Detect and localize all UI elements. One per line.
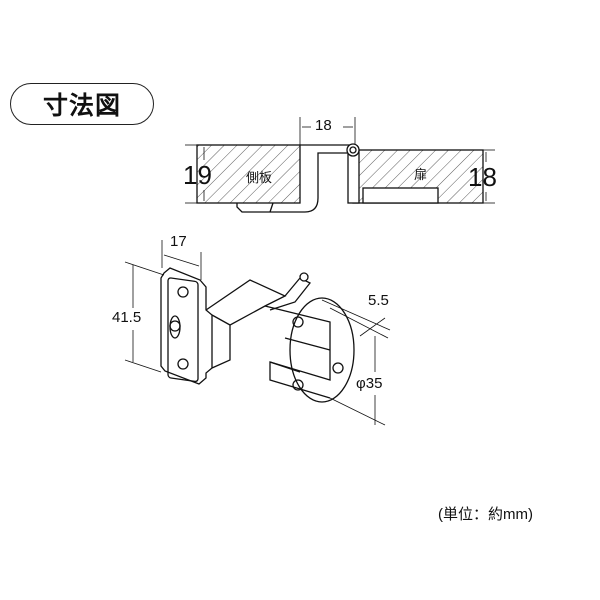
title-badge: 寸法図: [10, 83, 154, 125]
cup-diameter-dimension: φ35: [356, 375, 383, 392]
side-panel-section: [196, 144, 301, 204]
cup-depth-dimension: 5.5: [368, 292, 389, 309]
side-panel-thickness-dimension: 19: [183, 160, 212, 190]
width-dimension: 17: [170, 233, 187, 250]
unit-note: (単位：約mm): [438, 506, 533, 523]
height-dimension: 41.5: [112, 309, 142, 326]
offset-dimension: 18: [315, 117, 332, 134]
door-thickness-dimension: 18: [468, 162, 497, 192]
side-panel-label: 側板: [246, 170, 273, 185]
mounting-plate: [160, 267, 213, 385]
hinge-pin: [346, 143, 360, 157]
hinge-cup: [289, 297, 355, 403]
door-label: 扉: [414, 167, 428, 182]
hinge-arm-section: [236, 144, 350, 213]
